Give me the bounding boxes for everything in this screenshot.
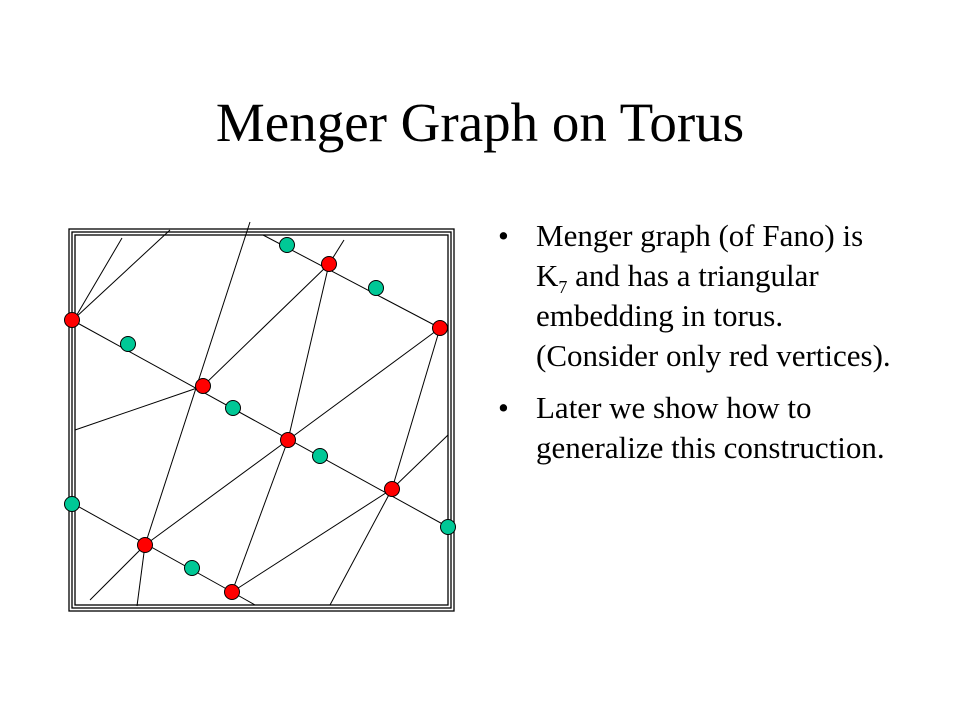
edge <box>329 488 393 606</box>
edge <box>231 439 289 593</box>
edge <box>144 439 289 546</box>
edge <box>136 544 146 607</box>
green-vertex <box>120 336 136 352</box>
green-vertex <box>279 237 295 253</box>
green-vertex <box>312 448 328 464</box>
edge <box>74 229 171 319</box>
edge <box>391 327 441 490</box>
red-vertices <box>64 256 448 600</box>
green-vertex <box>225 400 241 416</box>
edge <box>74 385 204 431</box>
subscript: 7 <box>558 277 568 298</box>
red-vertex <box>137 537 153 553</box>
graph-edges <box>71 221 449 607</box>
slide-title: Menger Graph on Torus <box>215 92 745 153</box>
bullet-text-continued: and has a triangular embedding in torus.… <box>536 258 891 373</box>
green-vertices <box>64 237 456 576</box>
bullet-item: • Later we show how to generalize this c… <box>498 388 898 468</box>
green-vertex <box>440 519 456 535</box>
bullet-text: Menger graph (of Fano) is K <box>536 218 864 293</box>
red-vertex <box>384 481 400 497</box>
red-vertex <box>64 312 80 328</box>
edge <box>202 263 330 387</box>
green-vertex <box>64 496 80 512</box>
red-vertex <box>280 432 296 448</box>
edge <box>74 237 123 319</box>
bullet-text: Later we show how to generalize this con… <box>536 390 885 465</box>
green-vertex <box>368 280 384 296</box>
edge <box>287 263 330 441</box>
bullet-item: • Menger graph (of Fano) is K7 and has a… <box>498 216 898 376</box>
boundary-middle <box>71 231 452 609</box>
boundary-outer <box>68 228 455 612</box>
green-vertex <box>184 560 200 576</box>
red-vertex <box>432 320 448 336</box>
edge <box>89 544 146 601</box>
bullet-list: • Menger graph (of Fano) is K7 and has a… <box>498 216 898 480</box>
boundary-inner <box>74 234 449 606</box>
edge <box>391 434 449 490</box>
red-vertex <box>321 256 337 272</box>
bullet-marker: • <box>498 218 509 253</box>
edge <box>231 488 393 593</box>
edge <box>287 327 441 441</box>
torus-boundary <box>68 228 455 612</box>
red-vertex <box>195 378 211 394</box>
bullet-marker: • <box>498 390 509 425</box>
red-vertex <box>224 584 240 600</box>
